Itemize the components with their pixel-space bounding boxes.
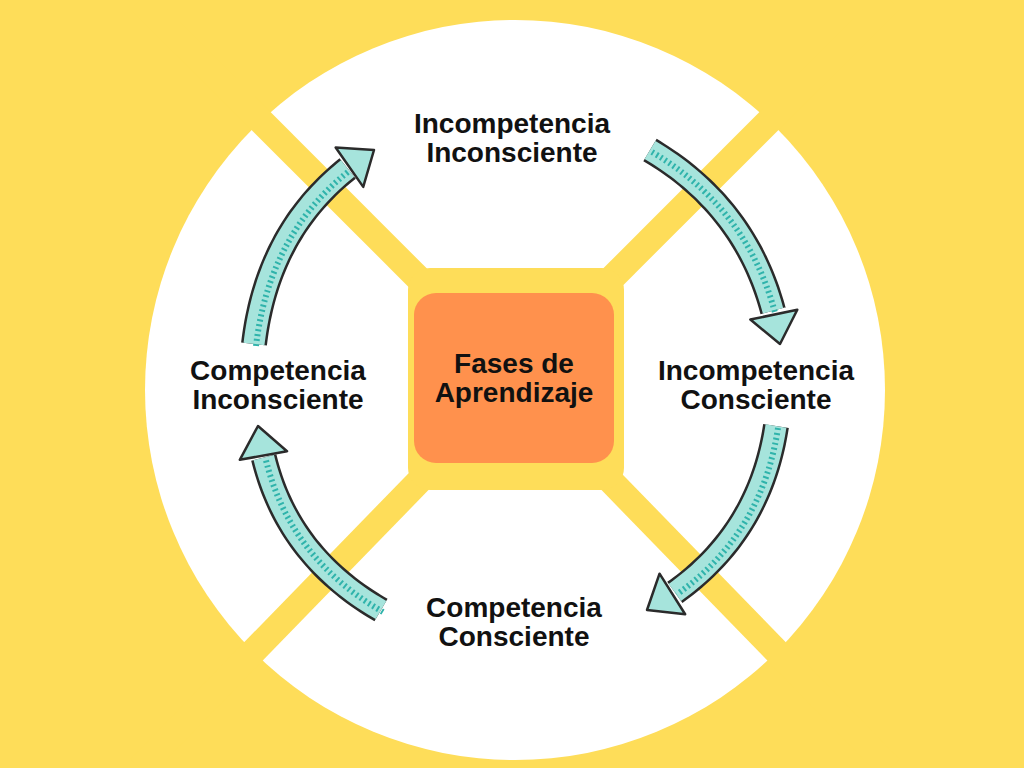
stage-text: Incompetencia Inconsciente: [386, 109, 638, 167]
arrow-body: [675, 426, 776, 592]
arrow-body: [650, 150, 773, 311]
center-ground: [408, 268, 624, 490]
arrow-outline: [264, 457, 381, 610]
divider-bands: [140, 0, 890, 768]
cycle-arrow: [647, 426, 778, 614]
stage-label: Competencia Inconsciente: [153, 352, 403, 418]
stage-text: Fases de Aprendizaje: [420, 349, 608, 407]
arrow-outline: [650, 150, 773, 311]
arrow-hatching: [256, 170, 350, 346]
stage-text: Competencia Inconsciente: [157, 356, 399, 414]
title-box: Fases de Aprendizaje: [414, 293, 614, 463]
arrow-head: [647, 574, 685, 615]
arrow-outline: [675, 426, 776, 592]
arrow-hatching: [652, 152, 775, 313]
arrow-hatching: [677, 428, 778, 594]
arrow-body: [264, 457, 381, 610]
arrow-body: [254, 168, 348, 344]
stage-text: Competencia Consciente: [393, 593, 635, 651]
arrow-outline: [254, 168, 348, 344]
stage-text: Incompetencia Consciente: [630, 356, 882, 414]
cycle-arrow: [240, 426, 383, 612]
cycle-arrow: [254, 148, 374, 346]
stage-label: Competencia Consciente: [389, 589, 639, 655]
arrow-hatching: [266, 459, 383, 612]
stage-label: Incompetencia Consciente: [626, 352, 886, 418]
cycle-arrow: [650, 150, 797, 344]
stage-label: Incompetencia Inconsciente: [382, 105, 642, 171]
arrow-head: [240, 426, 287, 460]
arrow-head: [336, 148, 374, 187]
arrow-head: [750, 310, 797, 344]
